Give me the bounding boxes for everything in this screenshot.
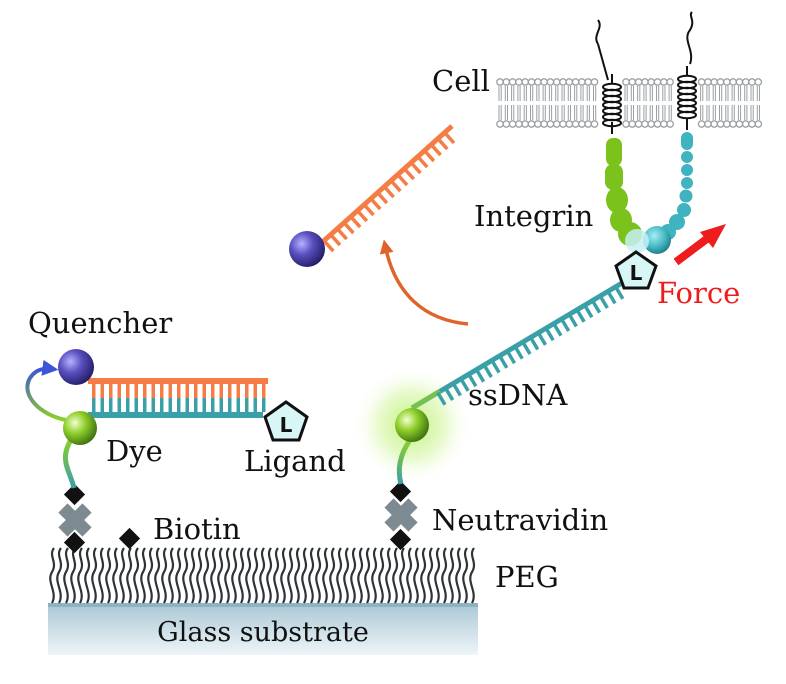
ligand-label: Ligand	[244, 444, 346, 478]
integrin-beta-subunit	[625, 132, 693, 254]
force-label: Force	[657, 276, 740, 310]
ligand-right-icon: L	[614, 250, 658, 290]
quench-switch-arrow	[25, 359, 67, 422]
integrin-label: Integrin	[474, 199, 593, 233]
released-quencher-strand	[316, 124, 456, 253]
integrin-helix-left	[602, 74, 622, 134]
orange-strand-backbone	[88, 378, 268, 384]
integrin-tail-right	[686, 11, 694, 65]
right-biotin-lower-icon	[389, 528, 412, 551]
free-biotin-icon	[118, 527, 141, 550]
left-neutravidin	[58, 483, 92, 554]
svg-text:L: L	[280, 413, 293, 437]
svg-text:L: L	[630, 261, 643, 285]
peg-label: PEG	[495, 560, 559, 594]
neutravidin-label: Neutravidin	[432, 503, 608, 537]
dye-bright-icon	[395, 408, 429, 442]
peg-layer	[49, 547, 476, 604]
biotin-label: Biotin	[153, 512, 241, 546]
release-arrow	[379, 239, 469, 326]
ssdna-label: ssDNA	[468, 378, 568, 412]
glass-substrate	[48, 603, 478, 655]
force-arrow	[673, 224, 726, 266]
right-neutravidin	[384, 480, 418, 551]
cell-membrane	[496, 78, 763, 128]
released-quencher-icon	[289, 231, 325, 267]
quencher-label: Quencher	[28, 306, 172, 340]
dye-label: Dye	[106, 434, 163, 468]
teal-strand-backbone	[88, 412, 263, 418]
right-dye-linker	[396, 438, 413, 485]
ligand-left-icon: L	[263, 400, 309, 442]
glass-substrate-label: Glass substrate	[157, 617, 369, 648]
dye-linker	[62, 436, 77, 489]
ssdna-strand	[410, 280, 625, 411]
dye-icon	[63, 411, 97, 445]
cell-label: Cell	[432, 64, 490, 98]
quencher-icon	[58, 349, 94, 385]
integrin-tail-left	[595, 19, 601, 45]
duplex-dna	[88, 378, 268, 418]
left-biotin-lower-icon	[63, 531, 86, 554]
integrin-helix-right	[677, 66, 697, 130]
